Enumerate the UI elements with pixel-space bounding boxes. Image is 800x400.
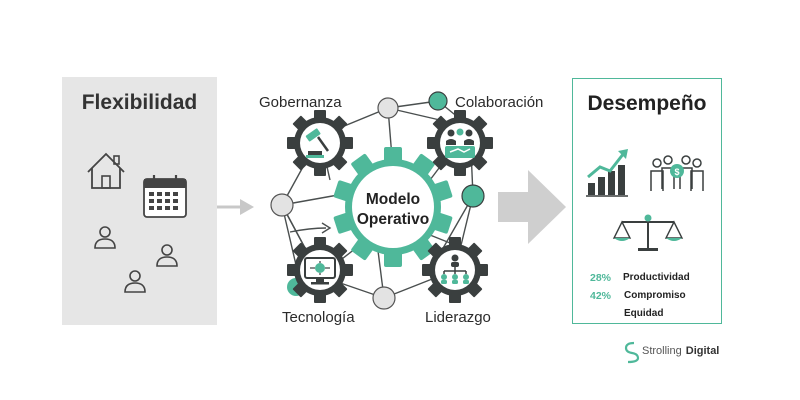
brand-logo-icon [624, 341, 640, 364]
user-icon [94, 226, 116, 249]
stat-equity-label: Equidad [624, 308, 664, 319]
flow-arrow-left [217, 199, 254, 215]
user-icon [124, 270, 146, 293]
team-money-icon: $ [650, 155, 704, 191]
svg-text:$: $ [674, 167, 679, 177]
balance-scale-icon [612, 214, 684, 251]
gavel-icon [305, 128, 330, 158]
governance-label: Gobernanza [259, 94, 342, 111]
network-nodes [270, 91, 485, 310]
core-label-line2: Operativo [356, 211, 430, 228]
stat-productivity-pct: 28% [590, 272, 612, 284]
core-gear [333, 147, 453, 267]
handshake-icon [445, 128, 475, 158]
leadership-label: Liderazgo [425, 309, 491, 326]
performance-title: Desempeño [587, 92, 707, 115]
collaboration-label: Colaboración [455, 94, 544, 111]
growth-chart-icon [586, 149, 628, 197]
flow-arrow-right [498, 170, 566, 244]
governance-gear [287, 110, 353, 176]
core-label-line1: Modelo [365, 191, 421, 208]
user-icon [156, 244, 178, 267]
monitor-icon [304, 257, 336, 285]
collaboration-gear [427, 110, 493, 176]
brand-name-light: Strolling [642, 345, 682, 357]
leadership-gear [422, 237, 488, 303]
stat-engagement-pct: 42% [590, 290, 612, 302]
core-label: Modelo Operativo [343, 190, 443, 230]
org-chart-icon [441, 254, 469, 284]
performance-panel: Desempeño 28% Productividad 42% Compromi… [572, 78, 722, 324]
calendar-icon [143, 175, 187, 218]
technology-label: Tecnología [282, 309, 355, 326]
flexibility-title: Flexibilidad [81, 91, 198, 114]
stat-engagement-label: Compromiso [624, 290, 686, 301]
technology-gear [287, 237, 353, 303]
brand-name-bold: Digital [685, 345, 720, 357]
house-icon [87, 152, 125, 189]
stat-productivity-label: Productividad [623, 272, 690, 283]
